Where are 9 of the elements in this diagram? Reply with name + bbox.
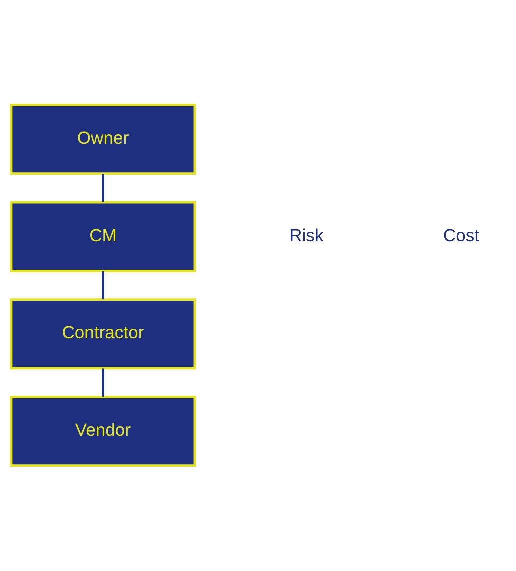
- node-box: Owner: [10, 104, 196, 175]
- label: Cost: [443, 225, 480, 246]
- node-box: Vendor: [10, 396, 196, 467]
- node-box: CM: [10, 201, 196, 272]
- connector: [102, 271, 104, 300]
- connector: [102, 174, 104, 202]
- connector: [102, 368, 104, 397]
- node-box: Contractor: [10, 298, 196, 370]
- label: Risk: [290, 225, 324, 246]
